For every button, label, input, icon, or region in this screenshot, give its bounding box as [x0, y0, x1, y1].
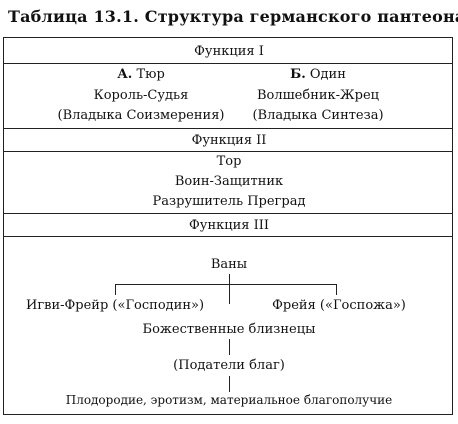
- freyr-label: Игви-Фрейр («Господин»): [25, 298, 205, 313]
- tree-stem-lower: [229, 339, 230, 355]
- tree-branch-bar: [115, 284, 337, 285]
- function-3-header: Функция III: [189, 218, 269, 233]
- vanir-label: Ваны: [210, 257, 248, 272]
- divine-twins-label: Божественные близнецы: [142, 322, 316, 337]
- divider: [3, 151, 453, 152]
- divider: [3, 236, 453, 237]
- odin-role: Волшебник-Жрец: [256, 88, 380, 103]
- divider: [3, 63, 453, 64]
- tree-stem: [229, 274, 230, 304]
- givers-label: (Податели благ): [173, 358, 285, 373]
- fertility-label: Плодородие, эротизм, материальное благоп…: [65, 393, 393, 407]
- tyr-name: А. Тюр: [117, 68, 165, 81]
- thor-epithet: Разрушитель Преград: [152, 194, 306, 209]
- divider: [3, 128, 453, 129]
- odin-epithet: (Владыка Синтеза): [252, 108, 384, 123]
- odin-letter: Б.: [290, 67, 306, 82]
- tyr-letter: А.: [117, 67, 133, 82]
- tyr-role: Король-Судья: [93, 88, 189, 103]
- tyr-label: Тюр: [136, 67, 165, 82]
- function-2-header: Функция II: [191, 133, 267, 148]
- tyr-epithet: (Владыка Соизмерения): [57, 108, 225, 123]
- function-1-header: Функция I: [194, 44, 264, 59]
- tree-right-drop: [336, 284, 337, 295]
- odin-name: Б. Один: [290, 68, 346, 81]
- tree-left-drop: [115, 284, 116, 295]
- tree-stem-bottom: [229, 376, 230, 392]
- pantheon-table: [3, 37, 453, 415]
- thor-role: Воин-Защитник: [174, 174, 284, 189]
- thor-name: Тор: [216, 154, 242, 169]
- freyja-label: Фрейя («Госпожа»): [272, 298, 406, 313]
- table-title: Таблица 13.1. Структура германского пант…: [8, 7, 458, 26]
- divider: [3, 213, 453, 214]
- odin-label: Один: [309, 67, 346, 82]
